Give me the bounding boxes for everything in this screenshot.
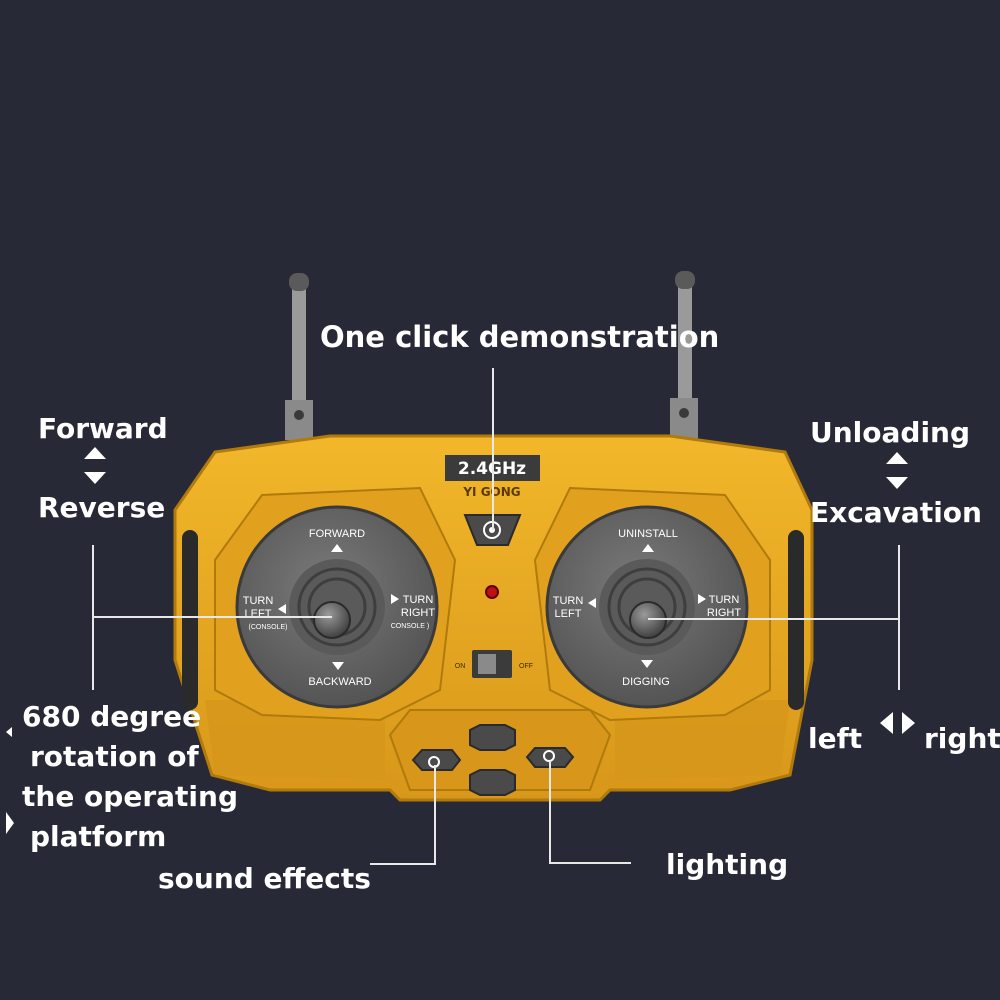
sound-button[interactable]	[411, 749, 462, 771]
sound-leader-horizontal	[370, 863, 436, 865]
reverse-callout: Reverse	[38, 491, 166, 524]
right-pad-left-1: TURN	[553, 595, 584, 607]
rotation-callout-line-2: rotation of	[30, 740, 199, 773]
lighting-leader-vertical	[549, 762, 551, 864]
lighting-callout: lighting	[666, 848, 789, 881]
right-arrow	[902, 712, 915, 734]
left-pad-right-1: TURN	[403, 594, 434, 606]
excavation-down-arrow	[886, 477, 908, 489]
left-pad-up-arrow	[331, 544, 343, 552]
left-joystick[interactable]	[313, 601, 351, 639]
right-pad-right-2: RIGHT	[707, 607, 742, 619]
forward-callout: Forward	[38, 412, 168, 445]
bottom-center-button[interactable]	[469, 769, 516, 796]
left-pad-left-2: LEFT	[245, 608, 272, 620]
left-pad-right-2: RIGHT	[401, 607, 436, 619]
power-led	[485, 585, 499, 599]
left-pad-left-1: TURN	[243, 595, 274, 607]
rotation-callout-line-3: the operating	[22, 780, 238, 813]
left-pad-top: FORWARD	[309, 528, 365, 540]
right-vertical-leader	[898, 545, 900, 690]
unloading-up-arrow	[886, 452, 908, 464]
right-pad-right-1: TURN	[709, 594, 740, 606]
right-grip	[788, 530, 804, 710]
forward-up-arrow	[84, 447, 106, 459]
left-pad-left-arrow	[278, 604, 286, 614]
right-callout: right	[924, 722, 1000, 755]
sound-callout: sound effects	[158, 862, 371, 895]
right-pad-right-arrow	[698, 594, 706, 604]
right-pad-left-arrow	[588, 598, 596, 608]
left-grip	[182, 530, 198, 710]
rotation-right-arrow	[6, 812, 14, 834]
left-pad-bottom: BACKWARD	[308, 676, 371, 688]
left-pad-down-arrow	[332, 662, 344, 670]
left-antenna	[285, 273, 313, 440]
right-pad-left-2: LEFT	[555, 608, 582, 620]
excavation-callout: Excavation	[810, 496, 982, 529]
power-switch[interactable]	[472, 650, 512, 678]
left-pad-leader-line	[92, 616, 332, 618]
left-vertical-leader	[92, 545, 94, 690]
demo-callout: One click demonstration	[320, 320, 720, 354]
right-joystick[interactable]	[629, 601, 667, 639]
bulb-icon	[543, 750, 555, 762]
switch-on-label: ON	[455, 663, 466, 670]
left-pad-right-arrow	[391, 594, 399, 604]
left-callout: left	[808, 722, 863, 755]
right-pad-down-arrow	[641, 660, 653, 668]
left-arrow	[880, 712, 893, 734]
switch-off-label: OFF	[519, 663, 533, 670]
reverse-down-arrow	[84, 472, 106, 484]
rotation-left-arrow	[6, 727, 12, 737]
top-center-button[interactable]	[469, 724, 516, 751]
sound-leader-vertical	[434, 765, 436, 865]
demo-leader-line	[492, 368, 494, 530]
right-pad-bottom: DIGGING	[622, 676, 670, 688]
brand-label: YI GONG	[462, 485, 520, 499]
lighting-leader-horizontal	[549, 862, 631, 864]
lighting-button[interactable]	[525, 747, 575, 768]
right-pad-leader-line	[648, 618, 900, 620]
right-pad-top: UNINSTALL	[618, 528, 678, 540]
right-antenna	[670, 271, 698, 440]
rotation-callout-line-4: platform	[30, 820, 167, 853]
left-pad-left-3: (CONSOLE)	[249, 624, 288, 631]
rotation-callout-line-1: 680 degree	[22, 700, 202, 733]
right-pad-up-arrow	[642, 544, 654, 552]
unloading-callout: Unloading	[810, 416, 971, 449]
left-pad-right-3: CONSOLE )	[391, 623, 430, 630]
